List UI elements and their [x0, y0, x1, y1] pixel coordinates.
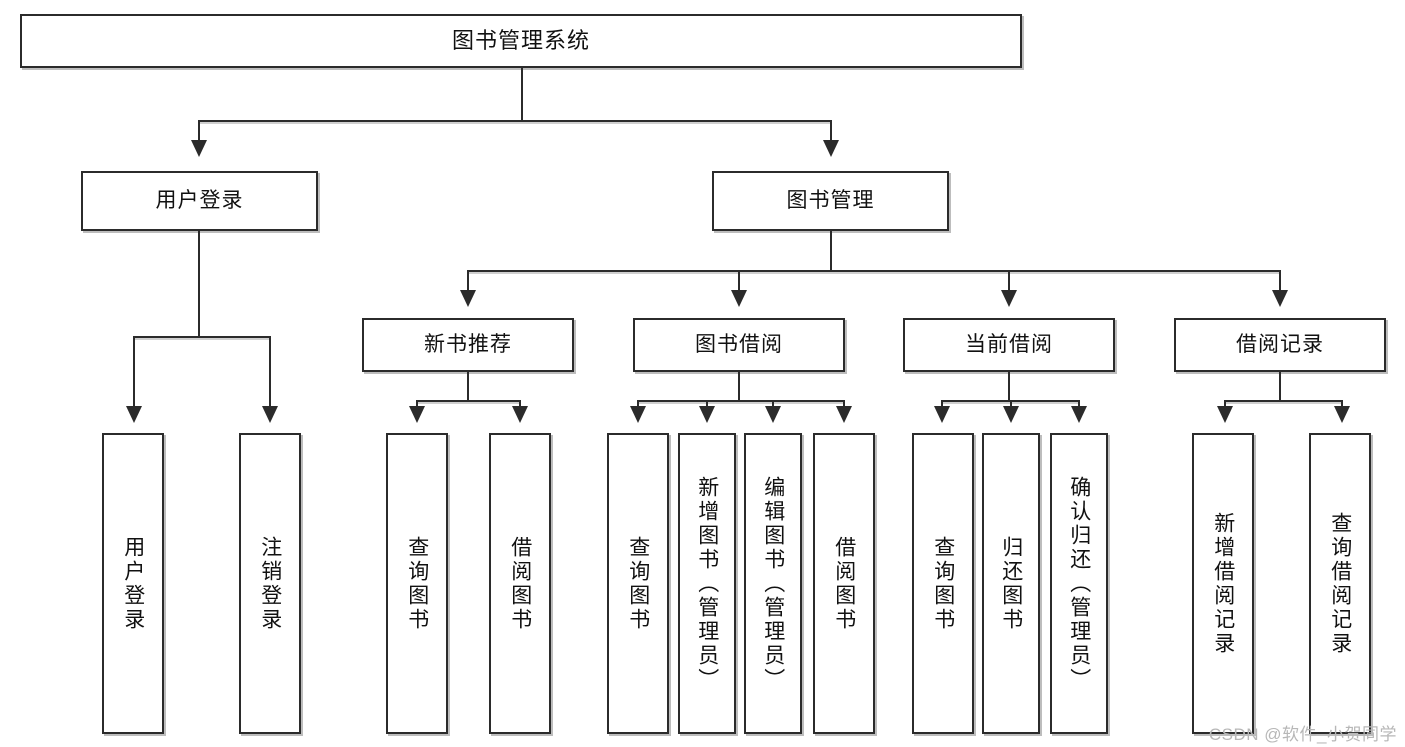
node-label: 图书借阅 [695, 333, 783, 357]
connector-user-login-drop-2 [269, 336, 271, 408]
node-label: 查询图书 [626, 535, 650, 632]
connector-user-login-bus [133, 336, 269, 338]
node-label: 图书管理系统 [451, 27, 590, 53]
arrowhead-leaf-query-book-2 [630, 406, 646, 423]
csdn-watermark: CSDN @软件_小贺同学 [1208, 725, 1397, 744]
connector-root-to-book-management [830, 120, 832, 142]
connector-cb-drop-3 [1078, 400, 1080, 408]
leaf-return-book[interactable]: 归还图书 [982, 433, 1040, 734]
connector-br-bus [1224, 400, 1341, 402]
connector-root-to-user-login [198, 120, 200, 142]
connector-bm-drop-4 [1279, 270, 1281, 292]
connector-book-management-bus [467, 270, 1279, 272]
connector-bb-drop-4 [843, 400, 845, 408]
node-label: 查询图书 [405, 535, 429, 632]
connector-bb-drop-2 [706, 400, 708, 408]
arrowhead-leaf-user-login [126, 406, 142, 423]
connector-bb-stem [738, 372, 740, 400]
leaf-add-book-admin[interactable]: 新增图书（管理员） [678, 433, 736, 734]
leaf-add-borrow-record[interactable]: 新增借阅记录 [1192, 433, 1254, 734]
node-label: 查询图书 [931, 535, 955, 632]
connector-bm-drop-2 [738, 270, 740, 292]
arrowhead-leaf-logout-login [262, 406, 278, 423]
node-label: 借阅图书 [508, 535, 532, 632]
node-label: 确认归还（管理员） [1067, 475, 1091, 692]
arrowhead-leaf-query-borrow-record [1334, 406, 1350, 423]
node-book-management-system[interactable]: 图书管理系统 [20, 14, 1022, 68]
node-label: 借阅图书 [832, 535, 856, 632]
node-current-borrow[interactable]: 当前借阅 [903, 318, 1115, 372]
node-label: 借阅记录 [1236, 333, 1324, 357]
connector-bm-drop-3 [1008, 270, 1010, 292]
arrowhead-leaf-borrow-book-2 [836, 406, 852, 423]
connector-br-drop-2 [1341, 400, 1343, 408]
leaf-edit-book-admin[interactable]: 编辑图书（管理员） [744, 433, 802, 734]
connector-book-management-stem [830, 231, 832, 270]
connector-bb-drop-3 [772, 400, 774, 408]
connector-user-login-drop-1 [133, 336, 135, 408]
arrowhead-leaf-add-book-admin [699, 406, 715, 423]
leaf-logout-login[interactable]: 注销登录 [239, 433, 301, 734]
connector-root-stem [521, 68, 523, 120]
node-book-borrow[interactable]: 图书借阅 [633, 318, 845, 372]
leaf-user-login[interactable]: 用户登录 [102, 433, 164, 734]
connector-bb-bus [637, 400, 843, 402]
leaf-query-book-borrow[interactable]: 查询图书 [607, 433, 669, 734]
arrowhead-node-current-borrow [1001, 290, 1017, 307]
node-label: 图书管理 [786, 189, 875, 213]
node-user-login[interactable]: 用户登录 [81, 171, 318, 231]
leaf-query-borrow-record[interactable]: 查询借阅记录 [1309, 433, 1371, 734]
node-label: 新书推荐 [424, 333, 512, 357]
arrowhead-node-book-borrow [731, 290, 747, 307]
node-label: 用户登录 [155, 189, 244, 213]
arrowhead-leaf-confirm-return-admin [1071, 406, 1087, 423]
node-label: 用户登录 [121, 535, 145, 632]
connector-nbr-drop-1 [416, 400, 418, 408]
node-label: 查询借阅记录 [1328, 511, 1352, 656]
arrowhead-leaf-edit-book-admin [765, 406, 781, 423]
connector-br-stem [1279, 372, 1281, 400]
connector-bb-drop-1 [637, 400, 639, 408]
connector-cb-stem [1008, 372, 1010, 400]
arrowhead-leaf-borrow-book-1 [512, 406, 528, 423]
connector-cb-bus [941, 400, 1078, 402]
connector-nbr-drop-2 [519, 400, 521, 408]
arrowhead-leaf-query-book-1 [409, 406, 425, 423]
node-borrow-record[interactable]: 借阅记录 [1174, 318, 1386, 372]
node-label: 当前借阅 [965, 333, 1053, 357]
connector-nbr-stem [467, 372, 469, 400]
node-label: 编辑图书（管理员） [761, 475, 785, 692]
arrowhead-root-to-book-management [823, 140, 839, 157]
leaf-query-book-recommend[interactable]: 查询图书 [386, 433, 448, 734]
node-label: 新增借阅记录 [1211, 511, 1235, 656]
arrowhead-leaf-return-book [1003, 406, 1019, 423]
arrowhead-leaf-query-book-3 [934, 406, 950, 423]
connector-br-drop-1 [1224, 400, 1226, 408]
connector-root-bus [198, 120, 832, 122]
arrowhead-node-borrow-record [1272, 290, 1288, 307]
node-book-management[interactable]: 图书管理 [712, 171, 949, 231]
leaf-confirm-return-admin[interactable]: 确认归还（管理员） [1050, 433, 1108, 734]
leaf-query-book-current[interactable]: 查询图书 [912, 433, 974, 734]
connector-cb-drop-2 [1010, 400, 1012, 408]
node-label: 新增图书（管理员） [695, 475, 719, 692]
arrowhead-root-to-user-login [191, 140, 207, 157]
arrowhead-leaf-add-borrow-record [1217, 406, 1233, 423]
connector-user-login-stem [198, 231, 200, 336]
node-label: 归还图书 [999, 535, 1023, 632]
connector-bm-drop-1 [467, 270, 469, 292]
connector-nbr-bus [416, 400, 519, 402]
node-label: 注销登录 [258, 535, 282, 632]
connector-cb-drop-1 [941, 400, 943, 408]
node-new-book-recommend[interactable]: 新书推荐 [362, 318, 574, 372]
leaf-borrow-book-recommend[interactable]: 借阅图书 [489, 433, 551, 734]
arrowhead-node-new-book-recommend [460, 290, 476, 307]
leaf-borrow-book-borrow[interactable]: 借阅图书 [813, 433, 875, 734]
